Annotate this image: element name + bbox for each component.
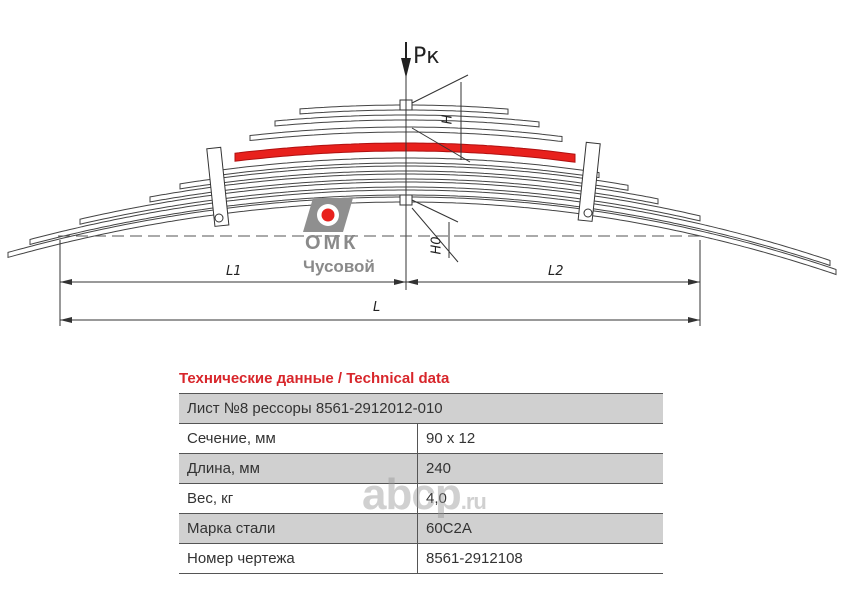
spring-leaf: [7, 196, 837, 276]
h-extension: [411, 74, 469, 104]
l2-label: L2: [548, 264, 564, 279]
spring-leaf: [249, 126, 563, 143]
l-label: L: [373, 300, 381, 315]
spring-clamp: [577, 141, 601, 222]
table-header-row: Лист №8 рессоры 8561-2912012-010: [179, 393, 663, 424]
force-arrow-head: [401, 58, 411, 78]
l1-label: L1: [226, 264, 242, 279]
row-value: 4,0: [417, 483, 663, 514]
logo-brand: ОМК: [305, 232, 359, 254]
dimension-arrow: [688, 317, 700, 323]
row-value: 90 x 12: [417, 423, 663, 454]
table-header: Лист №8 рессоры 8561-2912012-010: [179, 393, 663, 424]
spring-leaf: [214, 157, 600, 179]
row-value: 240: [417, 453, 663, 484]
row-value: 8561-2912108: [417, 543, 663, 574]
spring-leaf: [79, 181, 701, 225]
row-label: Сечение, мм: [179, 423, 418, 454]
clamp-bolt: [583, 208, 593, 218]
row-value: 60С2А: [417, 513, 663, 544]
row-label: Вес, кг: [179, 483, 418, 514]
h0-extension: [411, 207, 459, 263]
watermark-main: abcp: [362, 470, 462, 519]
table-title: Технические данные / Technical data: [179, 370, 450, 387]
spring-clamp: [206, 146, 230, 227]
row-label: Номер чертежа: [179, 543, 418, 574]
height-label: H: [440, 114, 456, 125]
omk-logo-icon: [303, 198, 353, 232]
leaf-spring-drawing: [7, 42, 837, 326]
row-label: Марка стали: [179, 513, 418, 544]
watermark: abcp.ru: [362, 470, 487, 520]
logo-city: Чусовой: [303, 257, 375, 276]
dimension-arrow: [406, 279, 418, 285]
force-label: Pк: [413, 44, 440, 69]
dimension-arrow: [688, 279, 700, 285]
dimension-arrow: [60, 279, 72, 285]
dimension-arrow: [394, 279, 406, 285]
spring-leaf: [179, 165, 629, 191]
h-extension: [411, 127, 471, 163]
row-label: Длина, мм: [179, 453, 418, 484]
technical-data-table: Лист №8 рессоры 8561-2912012-010 Сечение…: [179, 393, 663, 574]
height0-label: H0: [429, 236, 445, 255]
spring-leaf: [149, 173, 659, 205]
highlighted-leaf: [234, 142, 576, 163]
spring-leaf: [29, 189, 831, 267]
h0-extension: [411, 199, 459, 223]
spring-leaf: [274, 114, 540, 128]
watermark-suffix: .ru: [460, 489, 487, 514]
dimension-arrow: [60, 317, 72, 323]
clamp-bolt: [214, 213, 224, 223]
